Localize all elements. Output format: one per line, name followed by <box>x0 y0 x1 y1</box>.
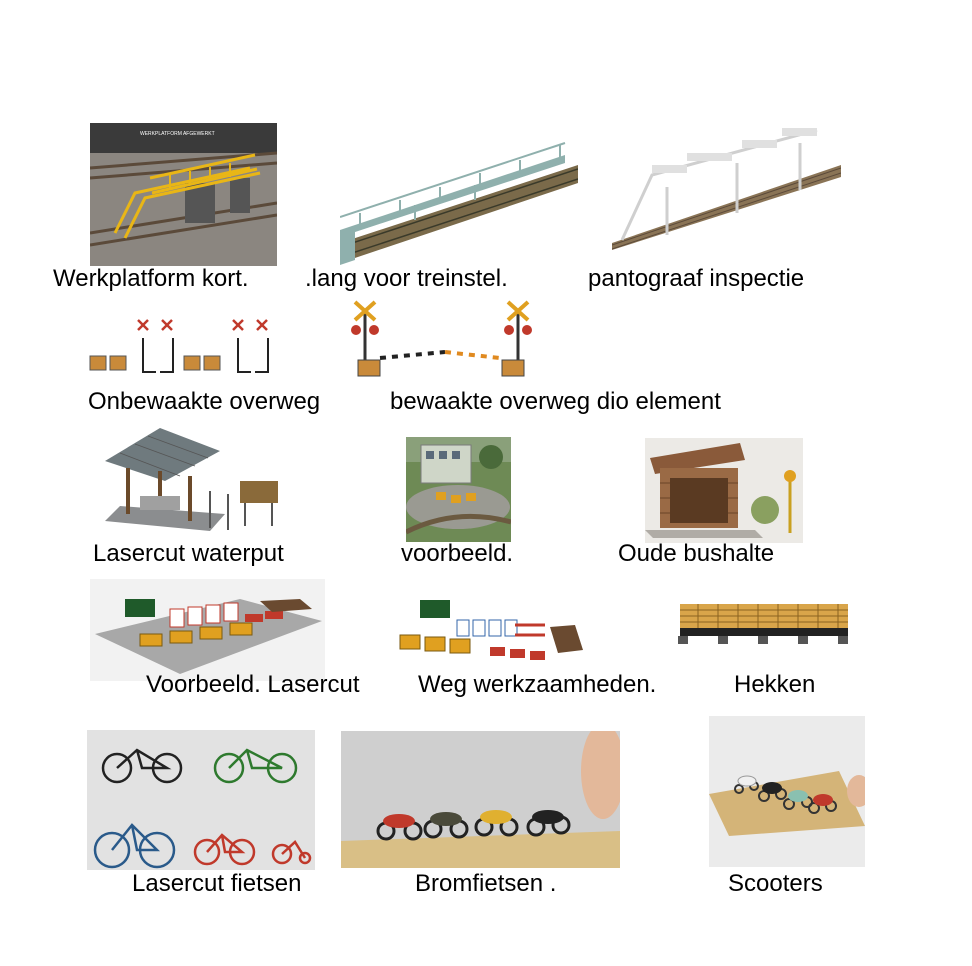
caption-oude-bushalte: Oude bushalte <box>618 540 775 567</box>
voorbeeld-lasercut-photo <box>90 579 325 681</box>
waterput-photo <box>100 426 282 534</box>
caption-voorbeeld: voorbeeld. <box>401 540 514 567</box>
caption-lasercut-waterput: Lasercut waterput <box>93 540 284 567</box>
werkplatform-sign-text: WERKPLATFORM AFGEWERKT <box>140 131 215 137</box>
caption-werkplatform-kort: Werkplatform kort. <box>53 265 249 292</box>
hekken-photo <box>678 600 850 650</box>
scooters-photo <box>709 716 865 867</box>
caption-pantograaf-inspectie: pantograaf inspectie <box>588 265 805 292</box>
caption-lang-voor-treinstel: .lang voor treinstel. <box>305 265 508 292</box>
caption-weg-werkzaamheden: Weg werkzaamheden. <box>418 671 657 698</box>
caption-voorbeeld-lasercut: Voorbeeld. Lasercut <box>146 671 360 698</box>
caption-scooters: Scooters <box>728 870 823 897</box>
werkplatform-kort-photo: WERKPLATFORM AFGEWERKT <box>90 123 277 266</box>
bewaakte-overweg-photo <box>350 300 535 380</box>
lasercut-fietsen-photo <box>87 730 315 870</box>
voorbeeld-diorama-photo <box>406 437 511 542</box>
weg-werkzaamheden-photo <box>395 595 590 667</box>
caption-hekken: Hekken <box>734 671 816 698</box>
caption-lasercut-fietsen: Lasercut fietsen <box>132 870 302 897</box>
caption-bewaakte-overweg: bewaakte overweg dio element <box>390 388 721 415</box>
lang-platform-photo <box>340 125 578 265</box>
caption-bromfietsen: Bromfietsen . <box>415 870 557 897</box>
onbewaakte-overweg-photo <box>88 318 273 376</box>
oude-bushalte-photo <box>645 438 803 543</box>
caption-onbewaakte-overweg: Onbewaakte overweg <box>88 388 321 415</box>
pantograaf-platform-photo <box>612 125 841 250</box>
bromfietsen-photo <box>341 731 620 868</box>
